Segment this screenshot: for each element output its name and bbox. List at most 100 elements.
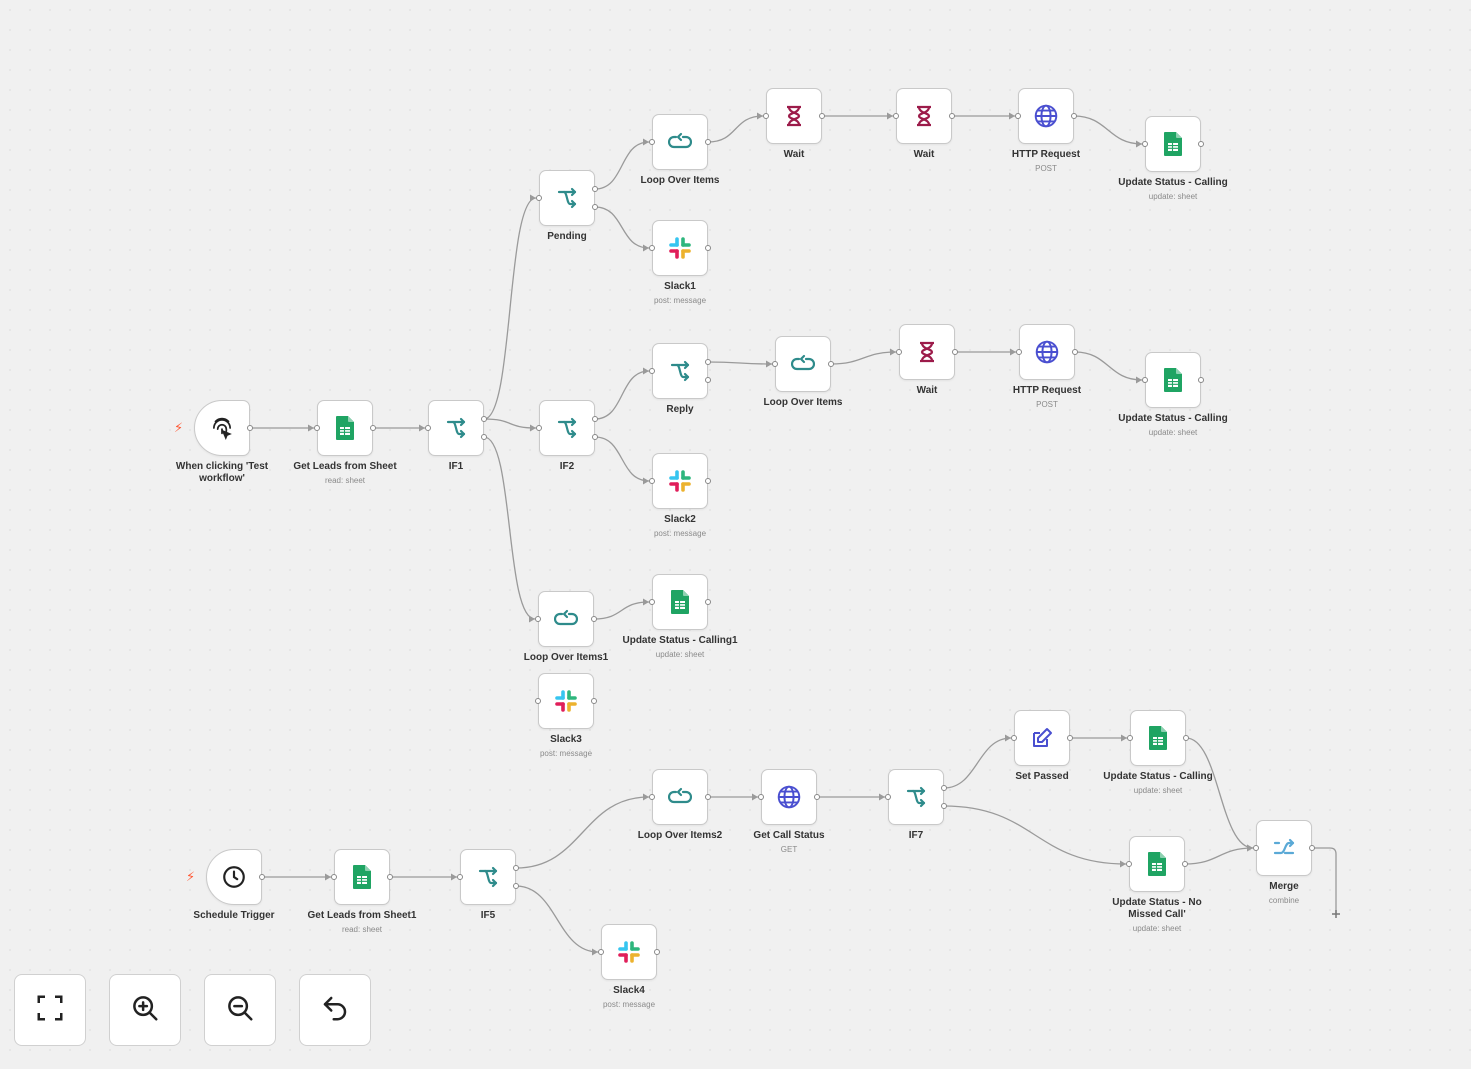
node-updno[interactable] — [1129, 836, 1185, 892]
output-port[interactable] — [481, 416, 487, 422]
node-sched[interactable] — [206, 849, 262, 905]
connection-loop2-wait3[interactable] — [830, 351, 897, 365]
output-port[interactable] — [1067, 735, 1073, 741]
output-port[interactable] — [513, 865, 519, 871]
node-updc1[interactable] — [652, 574, 708, 630]
connection-if2-slack2[interactable] — [594, 436, 650, 482]
output-port[interactable] — [705, 478, 711, 484]
input-port[interactable] — [763, 113, 769, 119]
node-if2[interactable] — [539, 400, 595, 456]
output-port[interactable] — [705, 599, 711, 605]
node-wait1[interactable] — [766, 88, 822, 144]
node-trigger[interactable] — [194, 400, 250, 456]
input-port[interactable] — [772, 361, 778, 367]
input-port[interactable] — [535, 616, 541, 622]
output-port[interactable] — [941, 803, 947, 809]
node-http2[interactable] — [1019, 324, 1075, 380]
output-port[interactable] — [1309, 845, 1315, 851]
output-port[interactable] — [705, 245, 711, 251]
input-port[interactable] — [758, 794, 764, 800]
connection-if7-updno[interactable] — [943, 805, 1127, 865]
connection-pending-slack1[interactable] — [594, 206, 650, 249]
input-port[interactable] — [1126, 861, 1132, 867]
input-port[interactable] — [649, 794, 655, 800]
input-port[interactable] — [425, 425, 431, 431]
connection-loop1-wait1[interactable] — [707, 115, 764, 143]
connection-if5-loopi2[interactable] — [515, 796, 650, 869]
node-loopi1[interactable] — [538, 591, 594, 647]
input-port[interactable] — [1142, 377, 1148, 383]
connection-http2-upd2[interactable] — [1074, 351, 1143, 381]
zoom-out-button[interactable] — [204, 974, 276, 1046]
zoom-to-fit-button[interactable] — [14, 974, 86, 1046]
input-port[interactable] — [536, 195, 542, 201]
input-port[interactable] — [885, 794, 891, 800]
input-port[interactable] — [598, 949, 604, 955]
output-port[interactable] — [1198, 141, 1204, 147]
connection-updno-merge[interactable] — [1184, 847, 1254, 865]
input-port[interactable] — [1127, 735, 1133, 741]
add-node-plus-icon[interactable] — [1332, 910, 1340, 918]
node-if5[interactable] — [460, 849, 516, 905]
input-port[interactable] — [1253, 845, 1259, 851]
connection-upd3-merge[interactable] — [1185, 737, 1254, 849]
output-port[interactable] — [1182, 861, 1188, 867]
node-merge[interactable] — [1256, 820, 1312, 876]
output-port[interactable] — [705, 794, 711, 800]
output-port[interactable] — [941, 785, 947, 791]
input-port[interactable] — [331, 874, 337, 880]
input-port[interactable] — [649, 478, 655, 484]
output-port[interactable] — [828, 361, 834, 367]
output-port[interactable] — [481, 434, 487, 440]
output-port[interactable] — [370, 425, 376, 431]
output-port[interactable] — [592, 186, 598, 192]
output-port[interactable] — [819, 113, 825, 119]
node-slack1[interactable] — [652, 220, 708, 276]
input-port[interactable] — [649, 245, 655, 251]
output-port[interactable] — [952, 349, 958, 355]
output-port[interactable] — [949, 113, 955, 119]
input-port[interactable] — [1015, 113, 1021, 119]
output-port[interactable] — [387, 874, 393, 880]
node-if7[interactable] — [888, 769, 944, 825]
node-upd1[interactable] — [1145, 116, 1201, 172]
output-port[interactable] — [513, 883, 519, 889]
merge-output-stub[interactable] — [1312, 847, 1337, 914]
node-upd3[interactable] — [1130, 710, 1186, 766]
node-callstatus[interactable] — [761, 769, 817, 825]
node-loop1[interactable] — [652, 114, 708, 170]
zoom-in-button[interactable] — [109, 974, 181, 1046]
input-port[interactable] — [1011, 735, 1017, 741]
node-loop2[interactable] — [775, 336, 831, 392]
output-port[interactable] — [592, 416, 598, 422]
connection-pending-loop1[interactable] — [594, 141, 650, 190]
output-port[interactable] — [705, 139, 711, 145]
connection-reply-loop2[interactable] — [707, 361, 773, 365]
input-port[interactable] — [896, 349, 902, 355]
connection-http1-upd1[interactable] — [1073, 115, 1143, 145]
output-port[interactable] — [814, 794, 820, 800]
node-reply[interactable] — [652, 343, 708, 399]
connection-if1-pending[interactable] — [483, 197, 537, 420]
node-getleads1[interactable] — [334, 849, 390, 905]
output-port[interactable] — [259, 874, 265, 880]
connection-if7-setpassed[interactable] — [943, 737, 1012, 789]
node-http1[interactable] — [1018, 88, 1074, 144]
output-port[interactable] — [1198, 377, 1204, 383]
node-getleads[interactable] — [317, 400, 373, 456]
output-port[interactable] — [705, 377, 711, 383]
input-port[interactable] — [649, 139, 655, 145]
input-port[interactable] — [1142, 141, 1148, 147]
node-slack3[interactable] — [538, 673, 594, 729]
node-upd2[interactable] — [1145, 352, 1201, 408]
undo-button[interactable] — [299, 974, 371, 1046]
output-port[interactable] — [705, 359, 711, 365]
output-port[interactable] — [1072, 349, 1078, 355]
input-port[interactable] — [535, 698, 541, 704]
output-port[interactable] — [591, 616, 597, 622]
connection-if1-if2[interactable] — [483, 418, 537, 429]
node-loopi2[interactable] — [652, 769, 708, 825]
input-port[interactable] — [314, 425, 320, 431]
output-port[interactable] — [592, 204, 598, 210]
